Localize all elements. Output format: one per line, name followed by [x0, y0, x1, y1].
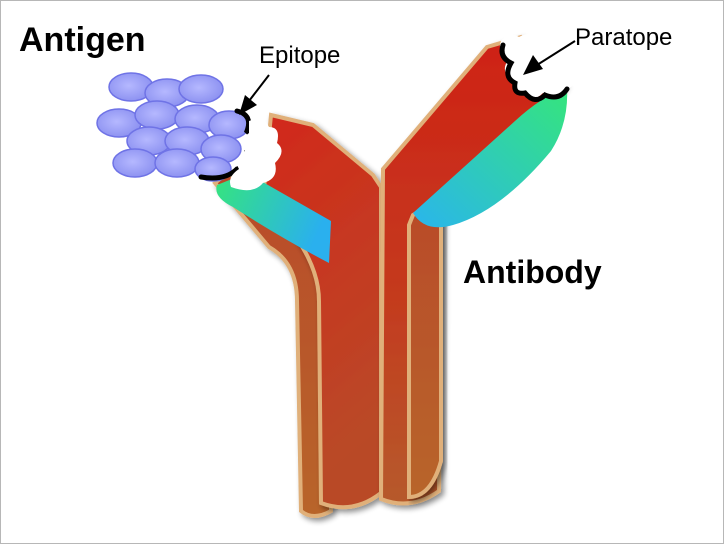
right-variable-region	[413, 87, 568, 228]
epitope-label: Epitope	[259, 42, 340, 69]
left-binding-pocket	[230, 119, 282, 191]
epitope-arrow	[239, 74, 270, 115]
paratope-label: Paratope	[575, 24, 672, 51]
left-light-chain	[212, 170, 333, 518]
paratope-arrow	[523, 40, 576, 75]
antigen-label: Antigen	[19, 21, 146, 59]
left-heavy-arm	[260, 112, 383, 510]
right-light-chain	[407, 193, 443, 500]
antigen-cluster	[96, 72, 250, 182]
left-variable-region	[216, 173, 331, 263]
antibody-label: Antibody	[463, 254, 602, 290]
